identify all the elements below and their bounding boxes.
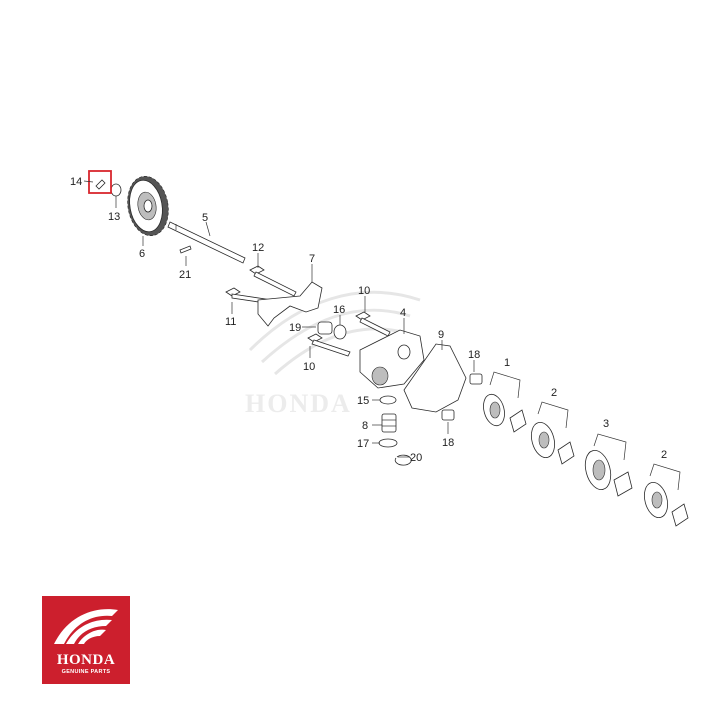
callout-5: 5 (202, 212, 208, 224)
callouts: 14 13 6 5 21 12 7 11 19 16 10 4 9 10 18 … (70, 176, 667, 464)
highlight-box (88, 170, 112, 194)
callout-13: 13 (108, 211, 120, 223)
shaft-5[interactable] (167, 221, 246, 264)
pin-21[interactable] (179, 245, 192, 254)
honda-wing-icon (54, 609, 118, 644)
bracket-7[interactable] (257, 281, 323, 327)
callout-9: 9 (438, 329, 444, 341)
callout-14: 14 (70, 176, 82, 188)
callout-8: 8 (362, 420, 368, 432)
bolt-10-upper[interactable] (355, 311, 391, 337)
callout-12: 12 (252, 242, 264, 254)
callout-21: 21 (179, 269, 191, 281)
callout-16: 16 (333, 304, 345, 316)
o-ring-16[interactable] (333, 324, 347, 340)
callout-3: 3 (603, 418, 609, 430)
leader-lines (83, 180, 475, 458)
key-14[interactable] (95, 179, 106, 190)
watermark: HONDA (245, 290, 421, 418)
dowel-18-lower[interactable] (441, 409, 455, 421)
callout-18-upper: 18 (468, 349, 480, 361)
callout-7: 7 (309, 253, 315, 265)
bolt-10-lower[interactable] (307, 333, 351, 357)
callout-19: 19 (289, 322, 301, 334)
pump-body-4[interactable] (359, 329, 425, 389)
washer-13[interactable] (110, 183, 122, 197)
rotor-set-2-lower[interactable] (641, 480, 689, 527)
callout-10-upper: 10 (358, 285, 370, 297)
bracket-line-2a (537, 401, 569, 429)
bracket-line-2b (649, 463, 681, 491)
callout-18-lower: 18 (442, 437, 454, 449)
callout-6: 6 (139, 248, 145, 260)
callout-10-lower: 10 (303, 361, 315, 373)
bolt-12[interactable] (249, 265, 297, 297)
o-ring-17[interactable] (378, 438, 398, 448)
logo-subtitle: GENUINE PARTS (61, 669, 111, 675)
o-ring-15[interactable] (379, 395, 397, 405)
rotor-set-1[interactable] (480, 392, 527, 433)
rotor-set-3[interactable] (581, 448, 633, 497)
plunger-8[interactable] (381, 413, 397, 433)
cover-9[interactable] (403, 343, 467, 413)
callout-15: 15 (357, 395, 369, 407)
bracket-line-3 (593, 433, 627, 461)
callout-4: 4 (400, 307, 406, 319)
collar-19[interactable] (317, 321, 333, 335)
logo-brand: HONDA (56, 652, 116, 668)
svg-text:HONDA: HONDA (245, 389, 352, 418)
callout-2-upper: 2 (551, 387, 557, 399)
callout-2-lower: 2 (661, 449, 667, 461)
rotor-set-2-upper[interactable] (528, 420, 575, 465)
dowel-18-upper[interactable] (469, 373, 483, 385)
callout-1: 1 (504, 357, 510, 369)
gear-6[interactable] (123, 173, 173, 239)
callout-11: 11 (225, 316, 236, 328)
callout-20: 20 (410, 452, 422, 464)
honda-genuine-parts-logo: HONDA GENUINE PARTS (42, 596, 130, 684)
bracket-line-1 (489, 371, 521, 399)
callout-17: 17 (357, 438, 369, 450)
circlip-20[interactable] (394, 454, 412, 466)
